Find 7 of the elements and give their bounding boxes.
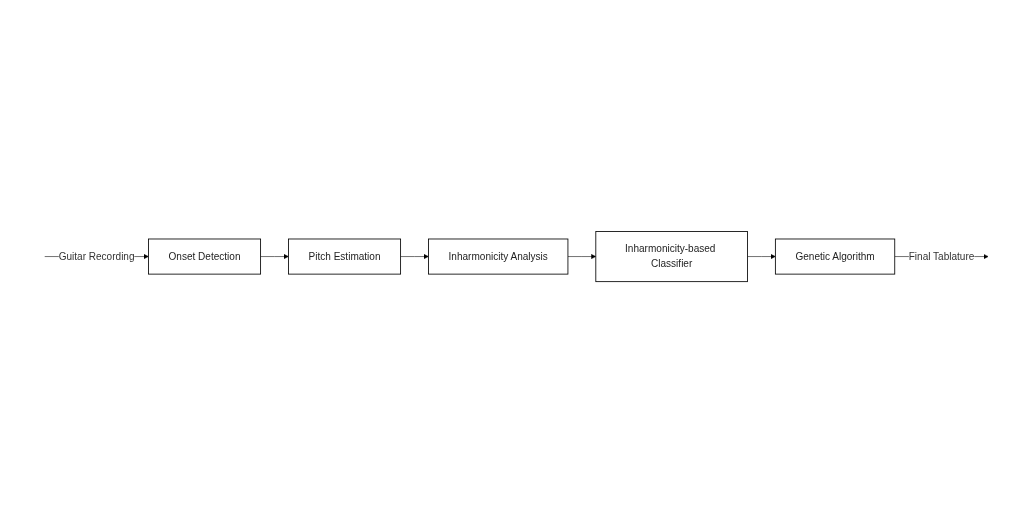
node-box: Onset Detection — [148, 238, 262, 275]
node-box: Genetic Algorithm — [774, 238, 896, 275]
node-box: Inharmonicity Analysis — [428, 238, 569, 275]
edge-label: Final Tablature — [908, 250, 975, 262]
node-box: Pitch Estimation — [288, 238, 402, 275]
node-box: Inharmonicity-based Classifier — [595, 231, 748, 282]
edge-label: Guitar Recording — [58, 250, 135, 262]
